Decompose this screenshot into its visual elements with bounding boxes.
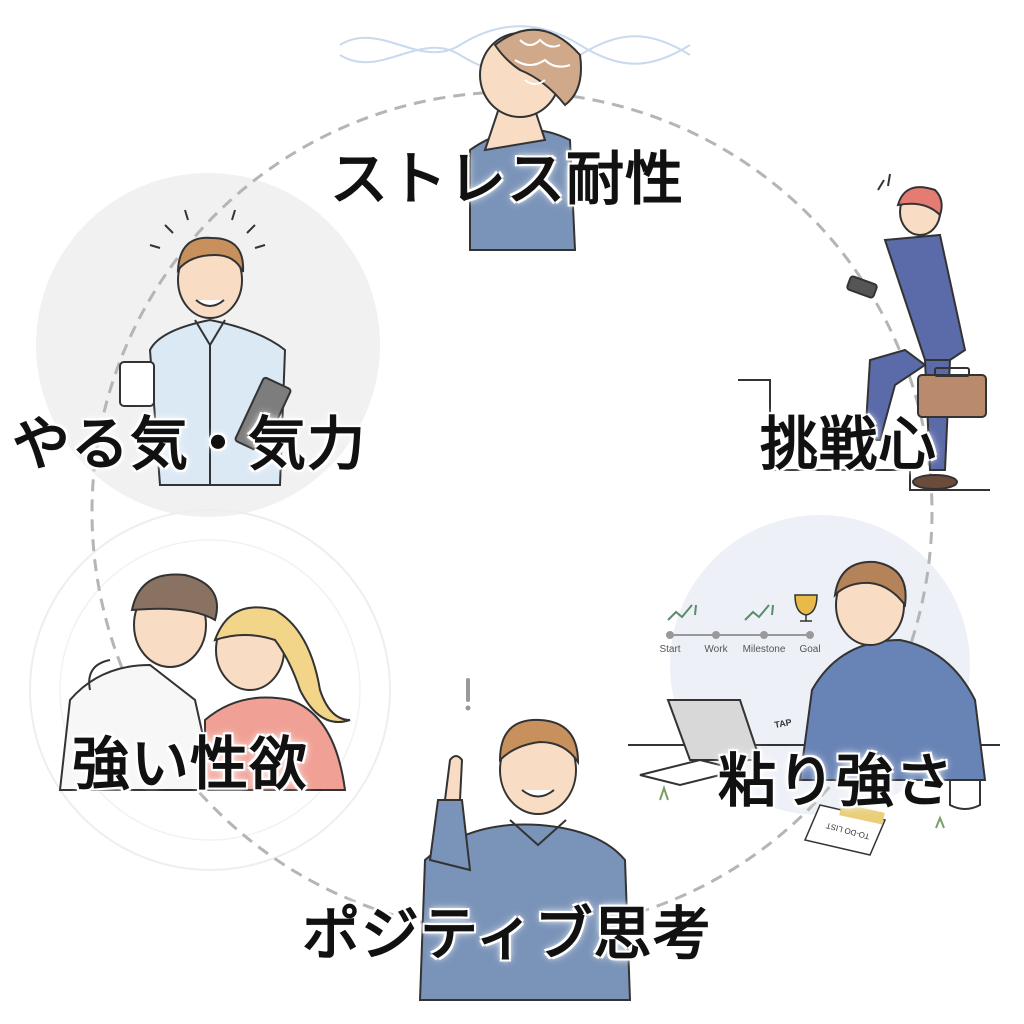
tap-text: TAP — [774, 717, 793, 730]
milestone-label-goal: Goal — [799, 644, 820, 655]
stress-tolerance-illustration — [339, 25, 691, 251]
label-challenge-spirit: 挑戦心 — [760, 410, 938, 478]
label-persistence: 粘り強さ — [718, 747, 955, 815]
milestone-label-start: Start — [659, 644, 680, 655]
label-motivation-energy: やる気・気力 — [12, 410, 367, 478]
motivation-illustration — [119, 209, 292, 486]
label-positive-thinking: ポジティブ思考 — [302, 900, 712, 968]
cycle-dashed-circle — [90, 90, 934, 934]
milestone-label-milestone: Milestone — [743, 644, 786, 655]
libido-illustration — [58, 573, 351, 791]
milestone-label-work: Work — [704, 644, 728, 655]
challenge-illustration — [738, 173, 990, 491]
persistence-illustration: Start Work Milestone Goal TAP TO-DO LIST — [628, 560, 1000, 856]
label-strong-libido: 強い性欲 — [72, 730, 309, 798]
zodiac-bg-circle — [29, 509, 391, 871]
positive-thinking-illustration — [418, 678, 632, 1001]
label-stress-tolerance: ストレス耐性 — [330, 145, 685, 213]
